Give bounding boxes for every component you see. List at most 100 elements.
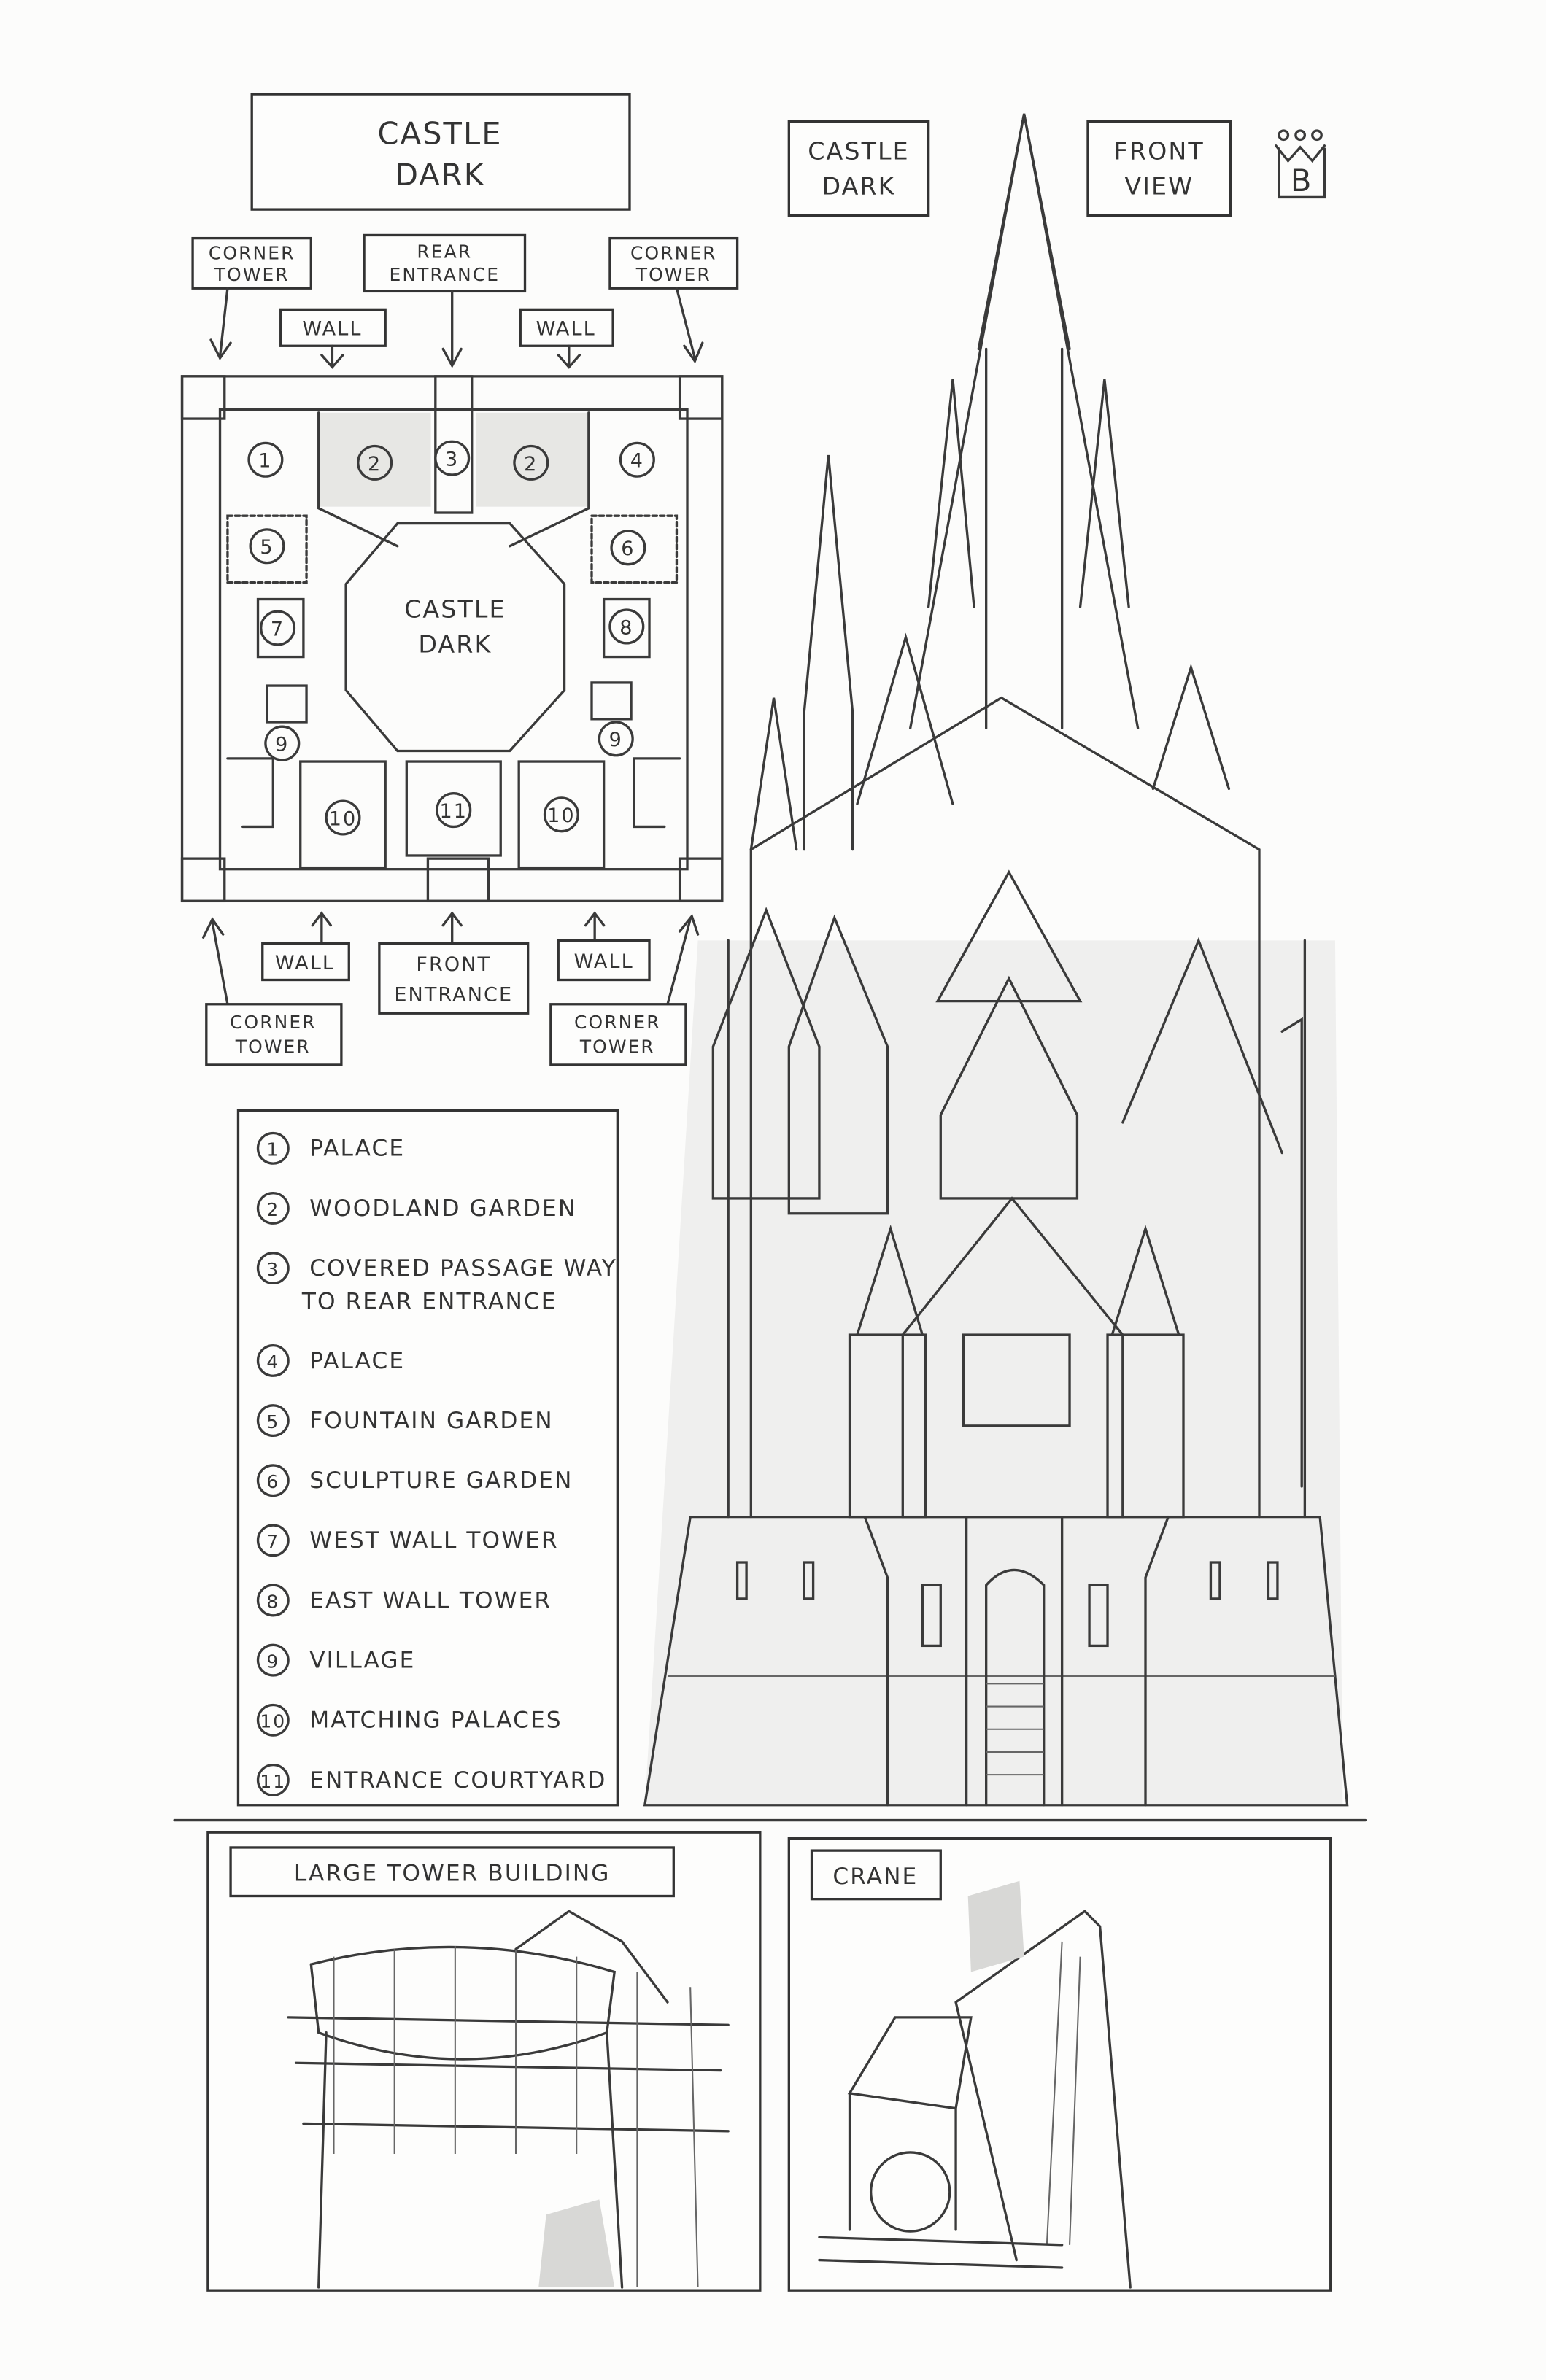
marker-circle: [436, 792, 472, 829]
label-text: FRONT: [416, 953, 491, 976]
legend-text: FOUNTAIN GARDEN: [309, 1408, 553, 1434]
legend-number-circle: [256, 1584, 290, 1617]
plan-title-line1: CASTLE: [377, 116, 502, 152]
legend-text: WEST WALL TOWER: [309, 1527, 558, 1554]
label-text: ENTRANCE: [390, 264, 500, 285]
plan-title-line2: DARK: [395, 157, 485, 193]
marker-number: 3: [445, 449, 459, 471]
plan-marker: 5: [249, 528, 285, 565]
legend-number: 6: [266, 1471, 279, 1492]
legend-number-circle: [256, 1524, 290, 1557]
plan-marker: 7: [260, 610, 296, 646]
label-text: CORNER: [574, 1012, 661, 1033]
plan-marker: 2: [513, 444, 549, 481]
legend-text: EAST WALL TOWER: [309, 1587, 552, 1613]
panel-large-tower-building: LARGE TOWER BUILDING: [206, 1831, 762, 2292]
legend-text: MATCHING PALACES: [309, 1708, 562, 1734]
marker-circle: [619, 441, 655, 478]
castle-front-elevation: [643, 113, 1349, 1807]
legend-number-circle: [256, 1643, 290, 1677]
plan-marker: 11: [436, 792, 472, 829]
marker-number: 4: [630, 450, 644, 473]
label-text: TOWER: [635, 264, 711, 285]
marker-circle: [610, 530, 646, 566]
marker-circle: [249, 528, 285, 565]
marker-number: 1: [258, 450, 272, 473]
marker-number: 9: [275, 733, 289, 756]
legend-number-circle: [256, 1464, 290, 1497]
marker-circle: [264, 725, 301, 761]
label-front-entrance: FRONT ENTRANCE: [378, 942, 530, 1015]
plan-title-box: CASTLE DARK: [250, 93, 631, 211]
legend-number: 8: [266, 1591, 279, 1612]
label-text: TOWER: [214, 264, 290, 285]
label-wall-top-left: WALL: [279, 308, 387, 347]
legend-number-circle: [256, 1344, 290, 1377]
plan-marker: 9: [598, 721, 634, 757]
marker-circle: [357, 444, 393, 481]
marker-circle: [434, 440, 471, 476]
marker-circle: [513, 444, 549, 481]
legend-item: 4 PALACE: [256, 1344, 405, 1377]
label-wall-bottom-left: WALL: [261, 942, 350, 982]
marker-number: 10: [329, 807, 357, 830]
panel-label-tower: LARGE TOWER BUILDING: [294, 1861, 611, 1887]
label-corner-tower-bottom-left: CORNER TOWER: [205, 1003, 343, 1066]
marker-number: 5: [260, 536, 274, 559]
legend-item: 1 PALACE: [256, 1131, 405, 1165]
legend-number-circle: [256, 1131, 290, 1165]
label-text: WALL: [275, 952, 335, 974]
legend-number: 4: [266, 1352, 279, 1373]
label-wall-bottom-right: WALL: [557, 939, 651, 982]
view-label-line1: FRONT: [1114, 136, 1205, 165]
elevation-title-line1: CASTLE: [808, 136, 909, 165]
marker-circle: [608, 608, 645, 645]
label-text: TOWER: [235, 1036, 311, 1057]
legend-number-circle: [256, 1703, 290, 1737]
label-text: CORNER: [630, 243, 717, 264]
plan-marker: 4: [619, 441, 655, 478]
label-text: WALL: [302, 318, 362, 341]
label-corner-tower-top-right: CORNER TOWER: [608, 236, 739, 290]
logo-letter: B: [1291, 163, 1313, 198]
marker-circle: [543, 796, 579, 833]
marker-number: 9: [609, 729, 623, 751]
label-text: CORNER: [209, 243, 295, 264]
legend-item: 5 FOUNTAIN GARDEN: [256, 1404, 553, 1438]
legend-item: 10 MATCHING PALACES: [256, 1703, 562, 1737]
legend-number-circle: [256, 1404, 290, 1438]
legend-text: TO REAR ENTRANCE: [301, 1289, 557, 1315]
elevation-title-box: CASTLE DARK: [787, 120, 930, 217]
panel-label-crane: CRANE: [832, 1864, 918, 1890]
plan-center-label-line2: DARK: [418, 629, 492, 658]
label-wall-top-right: WALL: [519, 308, 614, 347]
plan-marker: 6: [610, 530, 646, 566]
legend-text: WOODLAND GARDEN: [309, 1195, 576, 1222]
label-corner-tower-top-left: CORNER TOWER: [191, 236, 312, 290]
plan-marker: 8: [608, 608, 645, 645]
marker-number: 10: [547, 805, 576, 827]
legend-number: 1: [266, 1139, 279, 1160]
elevation-title-line2: DARK: [822, 171, 895, 200]
legend-item: 8 EAST WALL TOWER: [256, 1584, 552, 1617]
label-text: ENTRANCE: [394, 984, 513, 1007]
artist-logo: B: [1275, 129, 1326, 198]
legend-text: ENTRANCE COURTYARD: [309, 1767, 606, 1794]
label-text: WALL: [574, 950, 634, 973]
plan-center-label-line1: CASTLE: [404, 594, 506, 623]
legend-number: 10: [260, 1711, 286, 1732]
plan-marker: 1: [247, 441, 284, 478]
view-label-box: FRONT VIEW: [1086, 120, 1232, 217]
legend-number: 5: [266, 1411, 279, 1433]
legend-text: PALACE: [309, 1136, 405, 1162]
legend-number: 2: [266, 1199, 279, 1220]
legend-text: PALACE: [309, 1348, 405, 1374]
legend-number-circle: [256, 1191, 290, 1225]
legend-number-circle: [256, 1763, 290, 1796]
